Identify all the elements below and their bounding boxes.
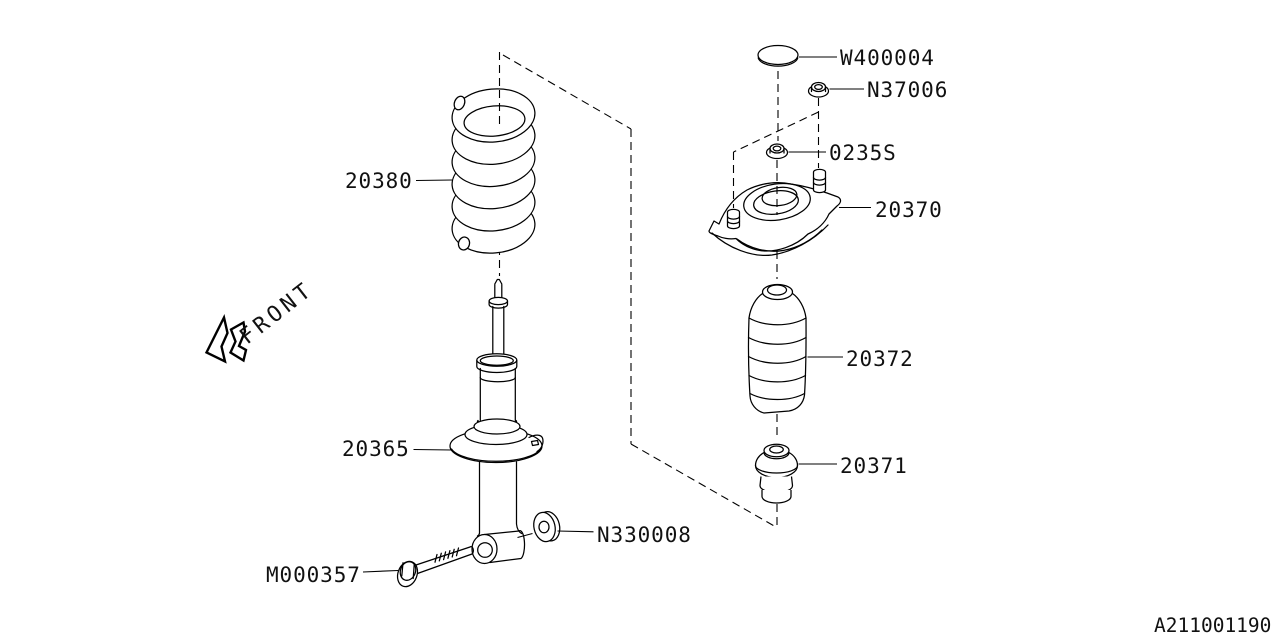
leader-20380 [415, 179, 453, 182]
part-label-shock-absorber[interactable]: 20365 [342, 437, 410, 461]
spring-top-opening [463, 105, 526, 137]
part-label-upper-nut[interactable]: N37006 [867, 78, 948, 102]
dust-cover [747, 283, 807, 414]
bellows-ribs [747, 317, 807, 401]
leader-20365 [413, 448, 453, 451]
helper-rubber [754, 443, 799, 504]
bolt [396, 546, 474, 588]
strut-mount [708, 182, 842, 257]
drawing-code: A211001190 [1154, 614, 1271, 637]
mount-cap [757, 44, 799, 67]
part-label-lower-nut[interactable]: N330008 [597, 523, 692, 547]
eyelet-hole [477, 542, 493, 558]
assembly-line [733, 111, 819, 153]
eyelet-bushing [471, 461, 526, 565]
lower-nut [517, 511, 561, 543]
assembly-center-lines [498, 52, 779, 528]
spring-wire-bottom-end [457, 236, 471, 251]
assembly-line [502, 54, 777, 528]
upper-nut [807, 81, 830, 98]
bolt-head [399, 561, 417, 581]
piston-rod [488, 278, 509, 360]
mount-studs [726, 168, 827, 230]
shock-body [476, 353, 518, 428]
part-label-helper-rubber[interactable]: 20371 [840, 454, 908, 478]
self-lock-nut [765, 143, 789, 160]
shock-absorber [449, 278, 544, 565]
front-label: FRONT [235, 277, 318, 350]
bolt-threads [434, 547, 460, 563]
leader-N330008 [557, 530, 594, 533]
part-label-strut-mount[interactable]: 20370 [875, 198, 943, 222]
right-stud [812, 168, 827, 194]
front-arrow-icon [204, 313, 229, 364]
coil-spring [451, 88, 536, 254]
leader-M000357 [362, 569, 399, 573]
spring-wire-top-end [453, 95, 466, 111]
front-direction-marker: FRONT [204, 277, 319, 364]
part-label-dust-cover[interactable]: 20372 [846, 347, 914, 371]
part-label-cap[interactable]: W400004 [840, 46, 935, 70]
part-label-bolt[interactable]: M000357 [266, 563, 361, 587]
seat-tab-hole [530, 439, 540, 447]
mount-fastener-lines [732, 98, 820, 215]
part-label-self-lock-nut[interactable]: 0235S [829, 141, 897, 165]
leader-lines [362, 56, 871, 573]
spring-seat [449, 418, 544, 464]
part-label-coil-spring[interactable]: 20380 [345, 169, 413, 193]
part-labels: 20380 20365 M000357 N330008 W400004 N370… [266, 46, 948, 587]
front-arrow-chevron-icon [228, 320, 248, 363]
